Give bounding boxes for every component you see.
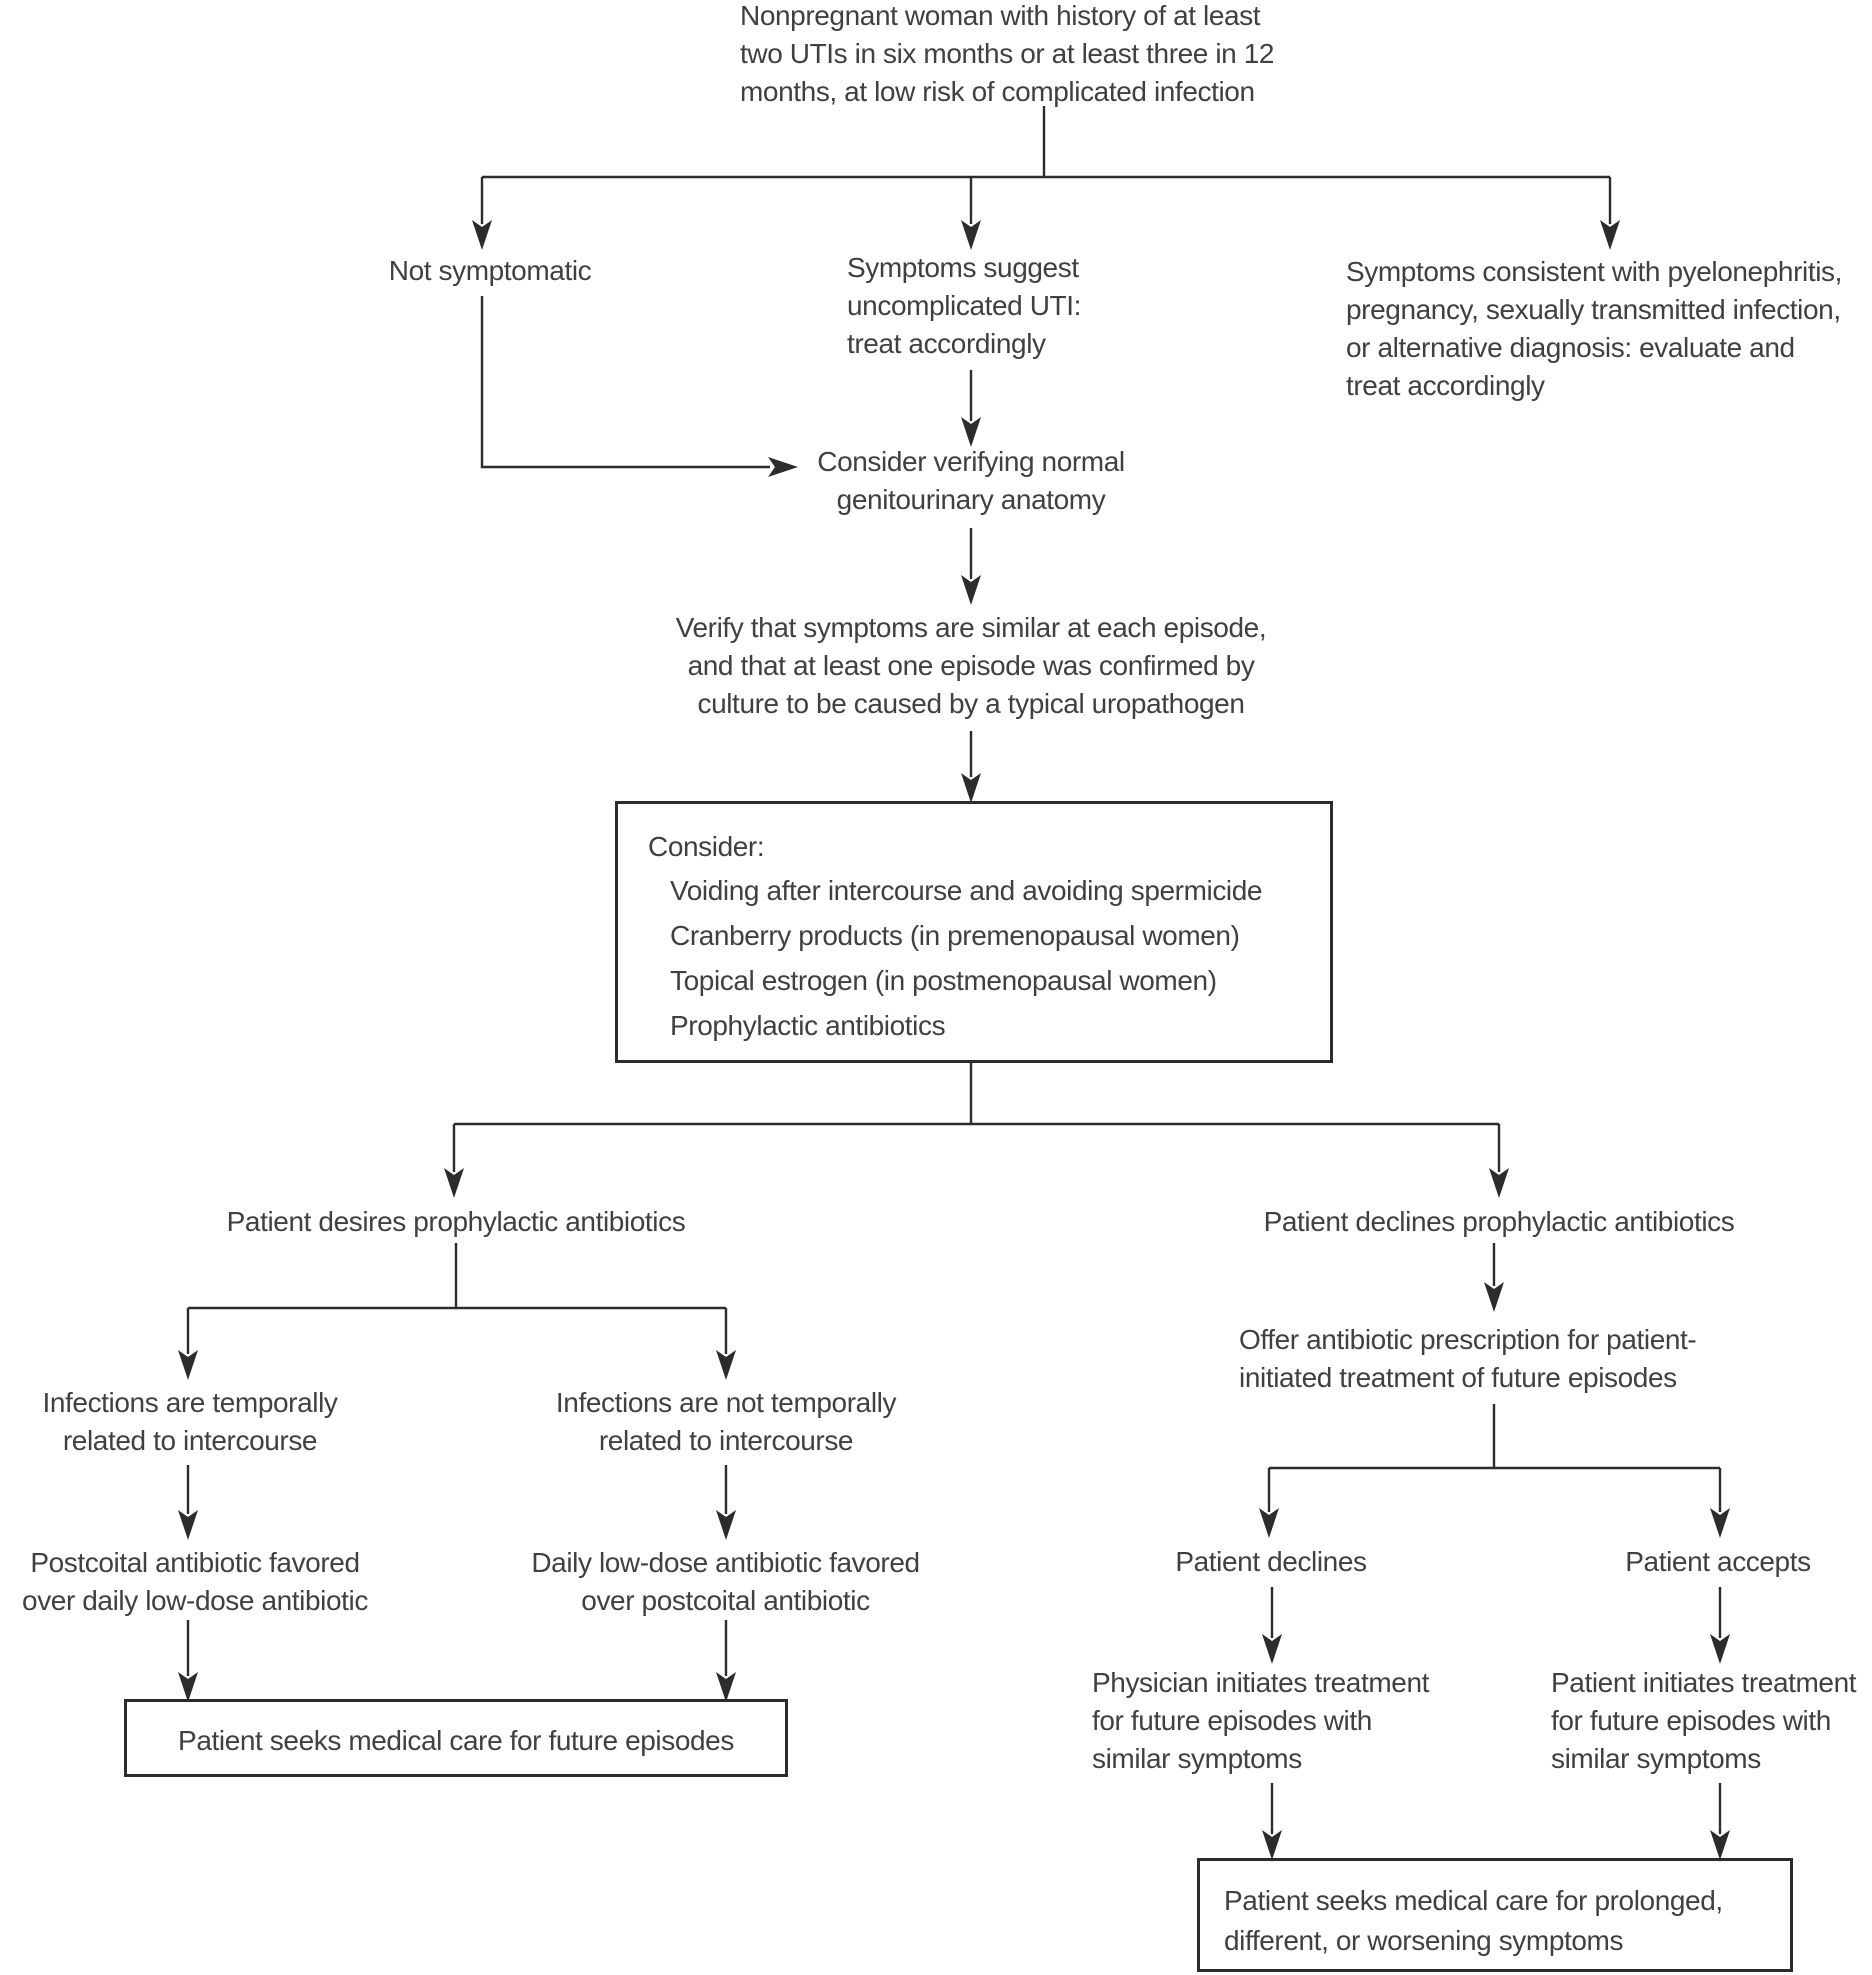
node-daily-favored: Daily low-dose antibiotic favored over p… <box>531 1547 920 1616</box>
arrowhead-not-temporal-branch <box>716 1350 736 1380</box>
node-verify-anatomy: Consider verifying normal genitourinary … <box>817 446 1125 515</box>
arrowhead-branch-middle <box>961 220 981 250</box>
node-not-symptomatic: Not symptomatic <box>388 255 592 286</box>
node-start: Nonpregnant woman with history of at lea… <box>740 0 1275 107</box>
arrowhead-not-symptomatic <box>768 457 798 477</box>
consider-item-estrogen: Topical estrogen (in postmenopausal wome… <box>670 965 1217 996</box>
node-pyelonephritis: Symptoms consistent with pyelonephritis,… <box>1346 256 1842 401</box>
arrowhead-temporal-branch <box>178 1350 198 1380</box>
arrowhead-patient-initiates-down <box>1710 1830 1730 1860</box>
arrowhead-desires-branch <box>444 1168 464 1198</box>
arrowhead-patient-accepts-branch <box>1710 1508 1730 1538</box>
seeks-future-care-label: Patient seeks medical care for future ep… <box>178 1725 734 1756</box>
arrowhead-declines-branch <box>1489 1168 1509 1198</box>
arrowhead-not-temporal-down <box>716 1510 736 1540</box>
arrowhead-uncomplicated-down <box>961 417 981 447</box>
arrowhead-temporal-down <box>178 1510 198 1540</box>
seeks-prolonged-care-label: Patient seeks medical care for prolonged… <box>1224 1885 1723 1956</box>
arrowhead-postcoital-down <box>178 1672 198 1702</box>
node-offer-prescription: Offer antibiotic prescription for patien… <box>1239 1324 1697 1393</box>
node-not-temporally-related: Infections are not temporally related to… <box>555 1387 897 1456</box>
node-postcoital-favored: Postcoital antibiotic favored over daily… <box>22 1547 368 1616</box>
arrowhead-patient-declines-down <box>1262 1634 1282 1664</box>
node-patient-accepts: Patient accepts <box>1625 1546 1811 1577</box>
node-declines-prophylaxis: Patient declines prophylactic antibiotic… <box>1263 1206 1735 1237</box>
seeks-future-care-box: Patient seeks medical care for future ep… <box>124 1699 788 1777</box>
node-verify-symptoms: Verify that symptoms are similar at each… <box>675 612 1267 719</box>
node-patient-declines: Patient declines <box>1175 1546 1367 1577</box>
connector-not-symptomatic-elbow <box>480 296 770 469</box>
consider-item-cranberry: Cranberry products (in premenopausal wom… <box>670 920 1240 951</box>
arrowhead-physician-down <box>1262 1830 1282 1860</box>
arrowhead-patient-declines-branch <box>1259 1508 1279 1538</box>
node-uncomplicated-uti: Symptoms suggest uncomplicated UTI: trea… <box>847 252 1082 359</box>
seeks-prolonged-care-box: Patient seeks medical care for prolonged… <box>1197 1858 1793 1972</box>
node-patient-initiates: Patient initiates treatment for future e… <box>1551 1667 1857 1774</box>
arrowhead-daily-down <box>716 1672 736 1702</box>
arrowhead-patient-accepts-down <box>1710 1634 1730 1664</box>
consider-item-antibiotics: Prophylactic antibiotics <box>670 1010 946 1041</box>
consider-item-voiding: Voiding after intercourse and avoiding s… <box>670 875 1263 906</box>
arrowhead-anatomy-down <box>961 575 981 605</box>
arrowhead-declines-stem <box>1484 1282 1504 1312</box>
arrowhead-branch-right <box>1600 220 1620 250</box>
node-temporally-related: Infections are temporally related to int… <box>42 1387 338 1456</box>
arrowhead-branch-left <box>472 220 492 250</box>
consider-options-box: Consider: Voiding after intercourse and … <box>615 801 1333 1063</box>
node-physician-initiates: Physician initiates treatment for future… <box>1092 1667 1430 1774</box>
consider-heading: Consider: <box>648 831 765 862</box>
node-desires-prophylaxis: Patient desires prophylactic antibiotics <box>226 1206 686 1237</box>
arrowhead-verify-down <box>961 773 981 803</box>
